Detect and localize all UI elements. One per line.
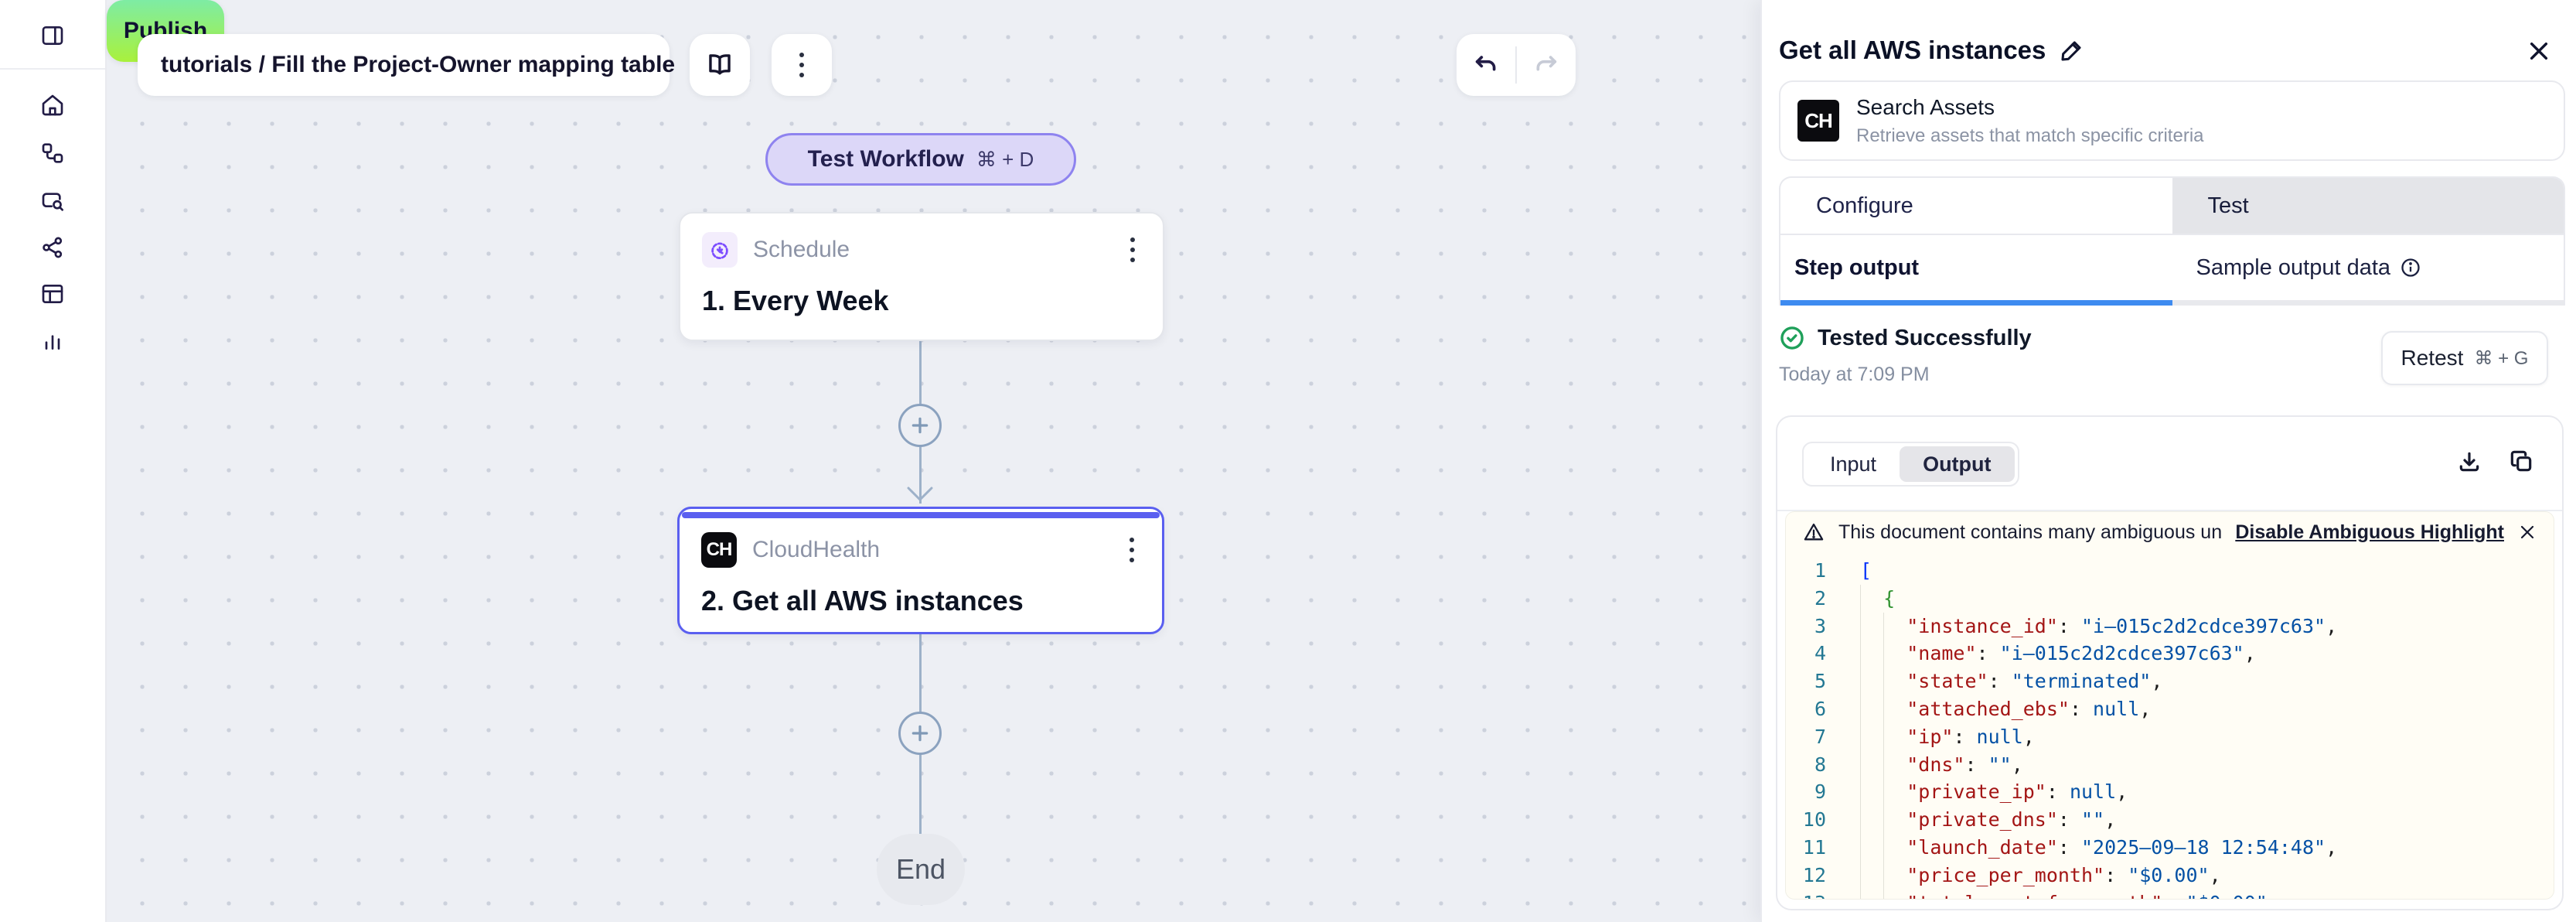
panel-title: Get all AWS instances <box>1779 36 2046 64</box>
workflow-menu-button[interactable] <box>772 34 832 96</box>
subtab-step-output[interactable]: Step output <box>1794 254 1920 280</box>
share-icon <box>43 237 63 258</box>
cloudhealth-logo-icon: CH <box>1797 100 1839 142</box>
retest-button[interactable]: Retest ⌘ + G <box>2381 331 2548 385</box>
json-editor[interactable]: This document contains many ambiguous un… <box>1785 511 2554 900</box>
home-icon <box>42 94 63 116</box>
code-lines[interactable]: 1[ 2 { 3 "instance_id": "i–015c2d2cdce397c… <box>1786 552 2554 899</box>
test-workflow-shortcut: ⌘ + D <box>976 147 1034 171</box>
sidebar-item-tables[interactable] <box>31 272 74 316</box>
banner-message: This document contains many ambiguous un… <box>1838 521 2222 543</box>
download-icon[interactable] <box>2457 449 2482 474</box>
code-line: 2 { <box>1814 586 1896 610</box>
redo-button[interactable] <box>1517 34 1576 96</box>
node-schedule[interactable]: Schedule 1. Every Week <box>679 212 1164 341</box>
node-type-label: CloudHealth <box>752 537 881 562</box>
panel-toggle-icon[interactable] <box>31 14 74 57</box>
node-title: 2. Get all AWS instances <box>701 585 1024 616</box>
undo-icon <box>1475 56 1496 71</box>
indent-guide <box>1883 613 1884 899</box>
toggle-input[interactable]: Input <box>1830 452 1877 476</box>
workflow-canvas[interactable]: tutorials / Fill the Project-Owner mappi… <box>107 0 1760 922</box>
success-check-icon <box>1780 326 1804 350</box>
breadcrumb: tutorials / Fill the Project-Owner mappi… <box>161 52 676 77</box>
code-line: 5 "state": "terminated", <box>1814 670 2163 693</box>
close-panel-button[interactable] <box>2527 39 2551 67</box>
edit-pencil-icon[interactable] <box>2060 38 2084 63</box>
sidebar-item-analytics[interactable] <box>31 319 74 362</box>
code-line: 3 "instance_id": "i–015c2d2cdce397c63", <box>1814 614 2338 637</box>
code-line: 12 "price_per_month": "$0.00", <box>1802 863 2221 886</box>
connector-arrowhead <box>906 486 934 507</box>
code-line: 7 "ip": null, <box>1814 725 2035 748</box>
close-icon <box>2530 42 2548 60</box>
workflow-breadcrumb-dropdown[interactable]: tutorials / Fill the Project-Owner mappi… <box>138 34 675 96</box>
action-name: Search Assets <box>1856 94 1995 119</box>
workflow-icon <box>42 143 63 163</box>
indent-guide <box>1860 585 1861 899</box>
node-title: 1. Every Week <box>702 285 889 316</box>
subtab-sample-output-data[interactable]: Sample output data <box>2162 235 2564 300</box>
test-workflow-label: Test Workflow <box>807 146 964 172</box>
sidebar-item-browse[interactable] <box>31 179 74 223</box>
history-controls <box>1457 34 1576 96</box>
documentation-button[interactable] <box>690 34 750 96</box>
action-description: Retrieve assets that match specific crit… <box>1856 125 2204 146</box>
end-node[interactable]: End <box>877 834 965 905</box>
action-summary-card[interactable]: CH Search Assets Retrieve assets that ma… <box>1779 80 2565 161</box>
sidebar-item-home[interactable] <box>31 84 74 127</box>
divider <box>1777 510 2562 511</box>
tab-configure[interactable]: Configure <box>1816 193 1913 218</box>
code-line: 8 "dns": "", <box>1814 753 2023 776</box>
code-line: 1[ <box>1814 559 1872 582</box>
add-step-button[interactable] <box>898 404 942 447</box>
info-icon <box>2401 258 2420 277</box>
step-output-card: Input Output This document contains many… <box>1776 415 2564 910</box>
node-cloudhealth[interactable]: CH CloudHealth 2. Get all AWS instances <box>677 507 1164 634</box>
book-icon <box>709 54 731 75</box>
schedule-clock-icon <box>702 232 738 268</box>
code-line: 4 "name": "i–015c2d2cdce397c63", <box>1814 642 2256 665</box>
code-line: 10 "private_dns": "", <box>1802 808 2117 832</box>
banner-close-icon[interactable] <box>2518 523 2537 541</box>
undo-button[interactable] <box>1457 34 1515 96</box>
code-line: 13 "total_cost_for_month": "$0.00", <box>1786 890 2554 899</box>
browse-search-icon <box>42 193 63 211</box>
test-status-text: Tested Successfully <box>1818 325 2032 350</box>
selected-accent-bar <box>682 512 1160 518</box>
code-line: 9 "private_ip": null, <box>1814 780 2128 804</box>
test-workflow-button[interactable]: Test Workflow ⌘ + D <box>765 133 1076 186</box>
kebab-icon <box>793 50 810 80</box>
configure-test-tabs: Configure Test Step output Sample output… <box>1779 176 2565 306</box>
sidebar-item-share[interactable] <box>31 226 74 269</box>
disable-ambiguous-highlight-link[interactable]: Disable Ambiguous Highlight <box>2235 521 2504 543</box>
add-step-button[interactable] <box>898 712 942 755</box>
table-icon <box>42 285 63 303</box>
tab-test[interactable]: Test <box>2172 178 2564 234</box>
node-menu-button[interactable] <box>1124 234 1141 265</box>
copy-icon[interactable] <box>2510 449 2534 474</box>
step-detail-panel: Get all AWS instances CH Search Assets R… <box>1760 0 2576 922</box>
sidebar-divider <box>0 68 105 70</box>
bar-chart-icon <box>45 335 60 350</box>
sidebar <box>0 0 107 922</box>
test-status: Tested Successfully Today at 7:09 PM <box>1779 325 2032 386</box>
sidebar-item-workflows[interactable] <box>31 131 74 175</box>
input-output-toggle: Input Output <box>1802 442 2019 487</box>
code-line: 11 "launch_date": "2025–09–18 12:54:48", <box>1802 835 2338 859</box>
toggle-output[interactable]: Output <box>1900 446 2015 482</box>
test-timestamp: Today at 7:09 PM <box>1779 364 1930 385</box>
node-menu-button[interactable] <box>1123 534 1140 565</box>
ambiguous-unicode-banner: This document contains many ambiguous un… <box>1786 512 2554 552</box>
warning-icon <box>1804 523 1824 541</box>
subtab-underline <box>1780 300 2564 306</box>
retest-shortcut: ⌘ + G <box>2474 347 2529 369</box>
node-type-label: Schedule <box>753 237 850 262</box>
code-line: 6 "attached_ebs": null, <box>1814 697 2152 720</box>
cloudhealth-logo-icon: CH <box>701 532 737 568</box>
redo-icon <box>1536 56 1557 71</box>
